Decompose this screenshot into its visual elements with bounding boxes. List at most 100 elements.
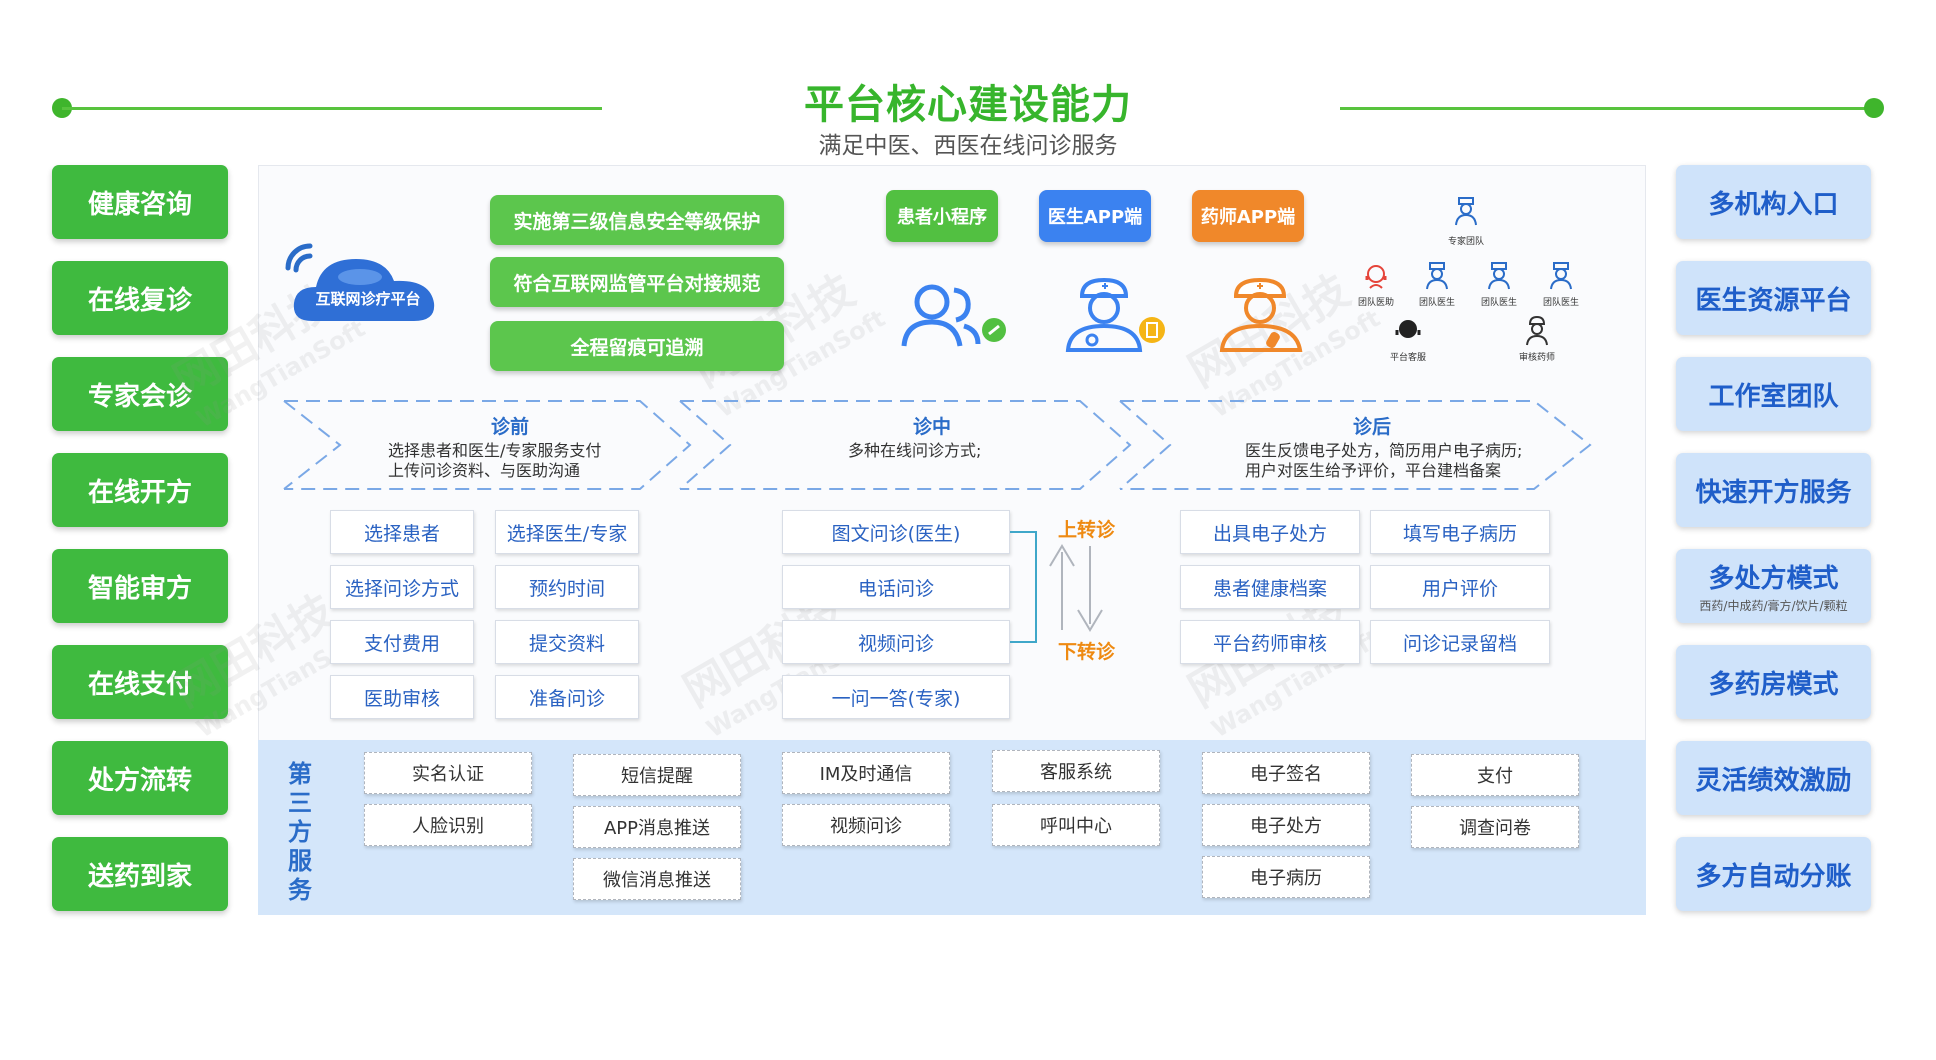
service-item: 支付	[1411, 754, 1579, 796]
service-item: IM及时通信	[782, 752, 950, 794]
left-feature-item: 专家会诊	[52, 357, 228, 431]
stage-title-pre: 诊前	[490, 416, 529, 438]
right-feature-item: 快速开方服务	[1676, 453, 1871, 527]
service-item: APP消息推送	[573, 806, 741, 848]
pre-step: 选择问诊方式	[330, 565, 474, 609]
transfer-down-label: 下转诊	[1058, 641, 1116, 663]
pre-step: 提交资料	[495, 620, 639, 664]
patient-icon	[901, 284, 1006, 347]
team-doctor-icon	[1488, 262, 1510, 290]
pre-step: 医助审核	[330, 675, 474, 719]
right-feature-label: 工作室团队	[1708, 381, 1839, 412]
team-label: 专家团队	[1447, 237, 1484, 247]
left-feature-item: 健康咨询	[52, 165, 228, 239]
right-feature-item: 多药房模式	[1676, 645, 1871, 719]
left-feature-item: 在线支付	[52, 645, 228, 719]
right-feature-item: 灵活绩效激励	[1676, 741, 1871, 815]
right-feature-label: 多药房模式	[1708, 669, 1839, 700]
mid-step: 一问一答(专家)	[782, 675, 1010, 719]
mid-step: 视频问诊	[782, 620, 1010, 664]
left-feature-item: 智能审方	[52, 549, 228, 623]
pharmacist-app-pill: 药师APP端	[1192, 190, 1304, 242]
header-left-line	[62, 107, 602, 110]
service-item: 客服系统	[992, 750, 1160, 792]
team-doctor-icon	[1426, 262, 1448, 290]
right-feature-label: 多方自动分账	[1695, 861, 1852, 892]
patient-miniprogram-pill: 患者小程序	[886, 190, 998, 242]
team-label: 审核药师	[1518, 353, 1555, 363]
service-item: 人脸识别	[364, 804, 532, 846]
pre-step: 选择患者	[330, 510, 474, 554]
wifi-icon	[285, 243, 313, 273]
team-label: 团队医生	[1542, 298, 1579, 308]
team-label: 团队医助	[1357, 298, 1394, 308]
right-feature-item: 多机构入口	[1676, 165, 1871, 239]
right-feature-label: 多处方模式	[1708, 564, 1839, 594]
post-step: 出具电子处方	[1180, 510, 1360, 554]
transfer-connector	[1010, 531, 1103, 643]
service-item: 视频问诊	[782, 804, 950, 846]
right-feature-item: 工作室团队	[1676, 357, 1871, 431]
post-step: 平台药师审核	[1180, 620, 1360, 664]
pre-step: 选择医生/专家	[495, 510, 639, 554]
service-item: 电子处方	[1202, 804, 1370, 846]
pre-step: 支付费用	[330, 620, 474, 664]
service-item: 短信提醒	[573, 754, 741, 796]
third-party-label: 第三方服务	[288, 760, 312, 904]
right-feature-item: 多方自动分账	[1676, 837, 1871, 911]
right-feature-sublabel: 西药/中成药/膏方/饮片/颗粒	[1699, 599, 1848, 613]
service-item: 电子签名	[1202, 752, 1370, 794]
capability-badge: 符合互联网监管平台对接规范	[490, 257, 784, 307]
right-feature-label: 快速开方服务	[1695, 477, 1852, 508]
mid-step: 图文问诊(医生)	[782, 510, 1010, 554]
platform-name: 互联网诊疗平台	[315, 290, 421, 308]
right-feature-item: 多处方模式西药/中成药/膏方/饮片/颗粒	[1676, 549, 1871, 623]
customer-service-icon	[1395, 320, 1421, 338]
doctor-icon	[1065, 278, 1165, 352]
service-item: 微信消息推送	[573, 858, 741, 900]
service-item: 调查问卷	[1411, 806, 1579, 848]
stage-desc-mid: 多种在线问诊方式;	[848, 441, 982, 460]
page-subtitle: 满足中医、西医在线问诊服务	[818, 133, 1118, 159]
service-item: 实名认证	[364, 752, 532, 794]
right-feature-list: 多机构入口 医生资源平台 工作室团队 快速开方服务 多处方模式西药/中成药/膏方…	[1676, 165, 1871, 933]
post-step: 患者健康档案	[1180, 565, 1360, 609]
assistant-icon	[1365, 265, 1387, 289]
pre-step: 准备问诊	[495, 675, 639, 719]
cloud-icon	[293, 259, 435, 321]
pharmacist-icon	[1219, 278, 1303, 352]
team-label: 团队医生	[1418, 298, 1455, 308]
post-step: 填写电子病历	[1370, 510, 1550, 554]
stage-title-mid: 诊中	[912, 416, 951, 438]
service-item: 电子病历	[1202, 856, 1370, 898]
doctor-app-pill: 医生APP端	[1039, 190, 1151, 242]
service-item: 呼叫中心	[992, 804, 1160, 846]
left-feature-item: 在线开方	[52, 453, 228, 527]
team-label: 团队医生	[1480, 298, 1517, 308]
team-doctor-icon	[1550, 262, 1572, 290]
transfer-up-label: 上转诊	[1058, 519, 1116, 541]
left-feature-item: 在线复诊	[52, 261, 228, 335]
post-step: 问诊记录留档	[1370, 620, 1550, 664]
pharmacist-reviewer-icon	[1526, 316, 1548, 346]
page-title: 平台核心建设能力	[804, 82, 1132, 128]
left-feature-item: 处方流转	[52, 741, 228, 815]
stage-desc-post: 医生反馈电子处方，简历用户电子病历; 用户对医生给予评价，平台建档备案	[1245, 441, 1523, 480]
team-label: 平台客服	[1389, 353, 1426, 363]
left-feature-item: 送药到家	[52, 837, 228, 911]
mid-step: 电话问诊	[782, 565, 1010, 609]
header-right-dot	[1864, 98, 1884, 118]
pre-step: 预约时间	[495, 565, 639, 609]
left-feature-list: 健康咨询 在线复诊 专家会诊 在线开方 智能审方 在线支付 处方流转 送药到家	[52, 165, 228, 933]
right-feature-label: 医生资源平台	[1695, 285, 1852, 316]
post-step: 用户评价	[1370, 565, 1550, 609]
capability-badge: 实施第三级信息安全等级保护	[490, 195, 784, 245]
stage-title-post: 诊后	[1352, 416, 1391, 438]
right-feature-item: 医生资源平台	[1676, 261, 1871, 335]
capability-badge: 全程留痕可追溯	[490, 321, 784, 371]
right-feature-label: 多机构入口	[1708, 189, 1839, 220]
stage-desc-pre: 选择患者和医生/专家服务支付 上传问诊资料、与医助沟通	[388, 441, 602, 480]
stage-chevrons	[283, 400, 1592, 490]
header-right-line	[1340, 107, 1874, 110]
expert-team-icon	[1455, 197, 1477, 226]
